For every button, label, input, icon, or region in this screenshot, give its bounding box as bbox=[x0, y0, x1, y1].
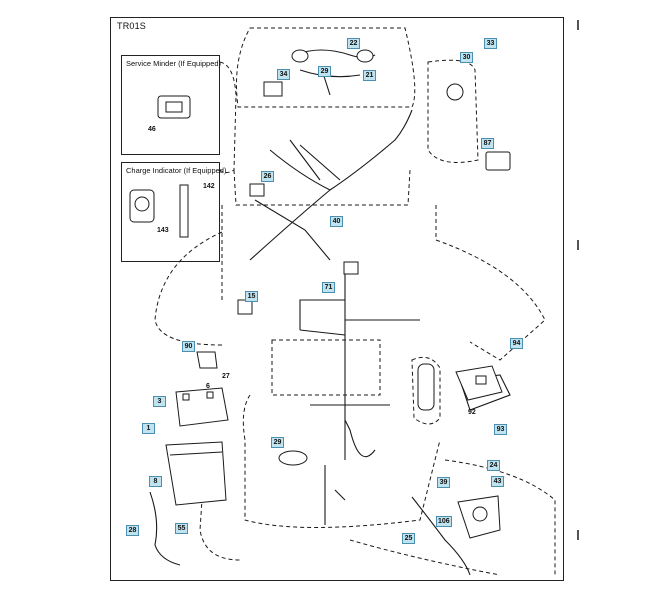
callout-15[interactable]: 15 bbox=[245, 291, 258, 302]
callout-29-seat[interactable]: 29 bbox=[271, 437, 284, 448]
callout-93[interactable]: 93 bbox=[494, 424, 507, 435]
callout-3[interactable]: 3 bbox=[153, 396, 166, 407]
diagram-frame bbox=[110, 17, 564, 581]
part-number-46: 46 bbox=[148, 126, 156, 133]
callout-21[interactable]: 21 bbox=[363, 70, 376, 81]
components bbox=[129, 49, 511, 539]
callout-40[interactable]: 40 bbox=[330, 216, 343, 227]
callout-25[interactable]: 25 bbox=[402, 533, 415, 544]
service-minder-title: Service Minder (If Equipped) bbox=[126, 59, 222, 68]
callout-71[interactable]: 71 bbox=[322, 282, 335, 293]
callout-39[interactable]: 39 bbox=[437, 477, 450, 488]
part-number-142: 142 bbox=[203, 183, 215, 190]
margin-mark bbox=[577, 240, 579, 250]
callout-8[interactable]: 8 bbox=[149, 476, 162, 487]
callout-33[interactable]: 33 bbox=[484, 38, 497, 49]
callout-87[interactable]: 87 bbox=[481, 138, 494, 149]
part-number-143: 143 bbox=[157, 227, 169, 234]
margin-mark bbox=[577, 20, 579, 30]
part-number-27: 27 bbox=[222, 373, 230, 380]
callout-22[interactable]: 22 bbox=[347, 38, 360, 49]
callout-94[interactable]: 94 bbox=[510, 338, 523, 349]
callout-26[interactable]: 26 bbox=[261, 171, 274, 182]
tractor-outline bbox=[154, 27, 556, 576]
callout-1[interactable]: 1 bbox=[142, 423, 155, 434]
part-number-92: 92 bbox=[468, 409, 476, 416]
margin-mark bbox=[577, 530, 579, 540]
callout-29[interactable]: 29 bbox=[318, 66, 331, 77]
callout-106[interactable]: 106 bbox=[436, 516, 452, 527]
callout-28[interactable]: 28 bbox=[126, 525, 139, 536]
callout-34[interactable]: 34 bbox=[277, 69, 290, 80]
callout-30[interactable]: 30 bbox=[460, 52, 473, 63]
callout-55[interactable]: 55 bbox=[175, 523, 188, 534]
callout-90[interactable]: 90 bbox=[182, 341, 195, 352]
callout-43[interactable]: 43 bbox=[491, 476, 504, 487]
part-number-6: 6 bbox=[206, 383, 210, 390]
harness-wires bbox=[149, 49, 511, 576]
callout-24[interactable]: 24 bbox=[487, 460, 500, 471]
charge-indicator-title: Charge Indicator (If Equipped) bbox=[126, 166, 227, 175]
page-code: TR01S bbox=[117, 21, 147, 31]
